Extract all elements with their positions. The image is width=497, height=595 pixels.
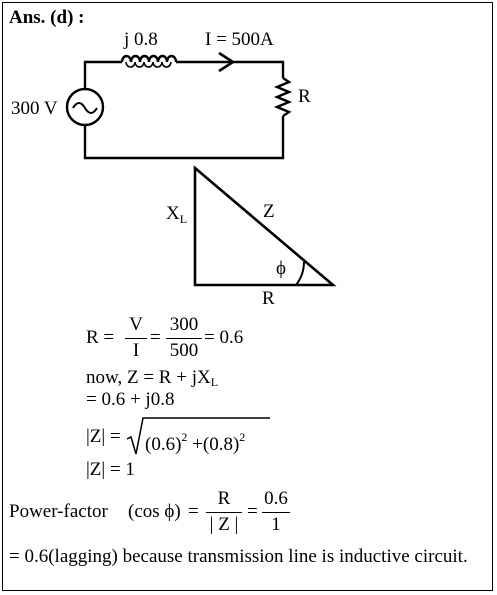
source-label: 300 V bbox=[11, 98, 58, 119]
triangle-phi-label: ϕ bbox=[276, 258, 286, 279]
answer-heading: Ans. (d) : bbox=[9, 7, 85, 28]
current-arrow-icon bbox=[218, 51, 236, 73]
current-label: I = 500A bbox=[205, 29, 274, 50]
phi-angle-arc bbox=[295, 261, 305, 286]
sqrt-radical-icon bbox=[126, 417, 270, 455]
z-equation-line: now, Z = R + jXL bbox=[86, 367, 219, 389]
pf-frac2-denominator: 1 bbox=[271, 514, 281, 535]
frac1-bar bbox=[125, 338, 147, 339]
z-magnitude-radicand: (0.6)2 +(0.8)2 bbox=[145, 430, 246, 455]
r-equation-result: = 0.6 bbox=[204, 327, 244, 348]
z-value-line: = 0.6 + j0.8 bbox=[86, 389, 175, 410]
triangle-z-label: Z bbox=[263, 201, 275, 222]
resistor-zigzag bbox=[273, 77, 293, 117]
ac-wave-icon bbox=[72, 102, 98, 114]
inductor-coil bbox=[120, 54, 178, 63]
pf-frac2-numerator: 0.6 bbox=[264, 488, 288, 509]
circuit-diagram: j 0.8 I = 500A R 300 V XL Z ϕ R bbox=[11, 29, 337, 309]
triangle-r-label: R bbox=[262, 288, 275, 309]
pf-frac2-bar bbox=[262, 512, 290, 513]
pf-frac1-denominator: | Z | bbox=[209, 514, 239, 535]
r-equation-lhs: R = bbox=[86, 327, 115, 348]
frac2-denominator: 500 bbox=[169, 340, 199, 361]
resistor-label: R bbox=[298, 86, 311, 107]
z-magnitude-result: |Z| = 1 bbox=[86, 459, 135, 480]
power-factor-label: Power-factor bbox=[9, 501, 108, 522]
pf-frac1-numerator: R bbox=[217, 488, 231, 509]
wire-top-right bbox=[176, 60, 285, 78]
answer-box bbox=[2, 2, 493, 591]
power-factor-equals-2: = bbox=[247, 501, 258, 522]
pf-frac1-bar bbox=[206, 512, 242, 513]
z-magnitude-lhs: |Z| = bbox=[86, 426, 121, 447]
ac-source-circle bbox=[65, 87, 105, 127]
power-factor-equals-1: = bbox=[188, 501, 199, 522]
reactance-label: j 0.8 bbox=[123, 29, 158, 50]
triangle-xl-label: XL bbox=[166, 203, 187, 226]
inductor-loops bbox=[125, 61, 172, 68]
frac2-bar bbox=[166, 338, 202, 339]
impedance-triangle bbox=[193, 165, 337, 287]
power-factor-cos: (cos ϕ) bbox=[128, 501, 181, 522]
conclusion-text: = 0.6(lagging) because transmission line… bbox=[9, 546, 468, 567]
frac1-numerator: V bbox=[129, 314, 143, 335]
r-equation-equals: = bbox=[150, 327, 161, 348]
frac1-denominator: I bbox=[132, 340, 140, 361]
frac2-numerator: 300 bbox=[169, 314, 199, 335]
wire-bottom bbox=[83, 116, 285, 160]
wire-top-left bbox=[83, 60, 122, 88]
